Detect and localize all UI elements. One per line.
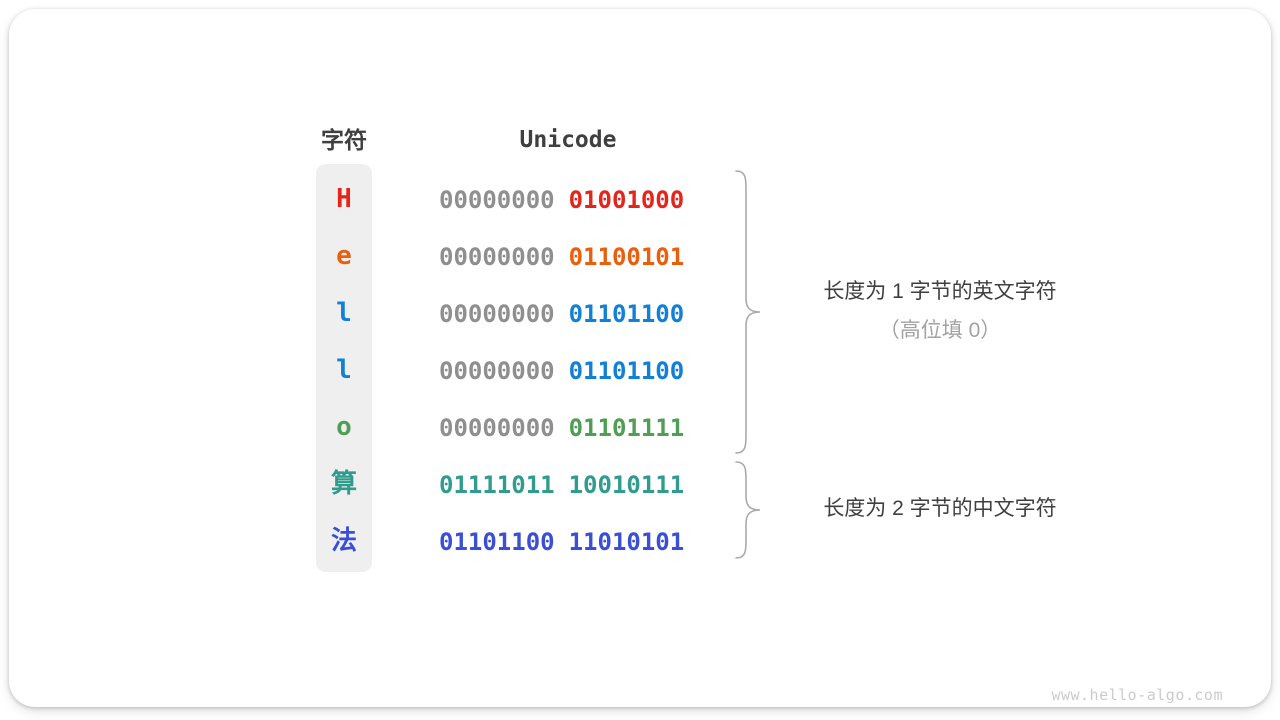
unicode-byte-low: 01100101 <box>568 242 685 271</box>
unicode-binary: 01111011 10010111 <box>439 456 684 513</box>
column-header-unicode: Unicode <box>519 127 617 153</box>
unicode-byte-low: 10010111 <box>568 470 685 499</box>
unicode-byte-high: 00000000 <box>439 242 555 271</box>
unicode-byte-low: 01101100 <box>568 356 685 385</box>
annotation-english-group: 长度为 1 字节的英文字符 （高位填 0） <box>779 278 1101 345</box>
unicode-binary: 00000000 01101100 <box>439 285 684 342</box>
unicode-binary: 00000000 01100101 <box>439 228 684 285</box>
character-cell: H <box>336 184 352 214</box>
encoding-row: 算 01111011 10010111 <box>9 456 1271 513</box>
character-cell: e <box>336 241 352 271</box>
encoding-rows: H 00000000 01001000 e 00000000 01100101 … <box>9 9 1271 707</box>
character-column-background <box>316 164 372 572</box>
unicode-binary: 00000000 01101100 <box>439 342 684 399</box>
unicode-binary: 00000000 01101111 <box>439 399 684 456</box>
character-cell: l <box>336 355 352 385</box>
column-header-char: 字符 <box>321 127 367 153</box>
encoding-row: e 00000000 01100101 <box>9 228 1271 285</box>
unicode-byte-high: 01111011 <box>439 470 555 499</box>
annotation-english-line1: 长度为 1 字节的英文字符 <box>823 280 1057 303</box>
watermark-url: www.hello-algo.com <box>1051 686 1223 704</box>
annotation-chinese-group: 长度为 2 字节的中文字符 <box>823 497 1057 520</box>
encoding-row: 法 01101100 11010101 <box>9 513 1271 570</box>
character-cell: 法 <box>330 526 357 556</box>
encoding-row: l 00000000 01101100 <box>9 342 1271 399</box>
encoding-row: H 00000000 01001000 <box>9 171 1271 228</box>
unicode-byte-high: 00000000 <box>439 413 555 442</box>
unicode-byte-high: 00000000 <box>439 356 555 385</box>
character-cell: o <box>336 412 352 442</box>
unicode-byte-low: 01001000 <box>568 185 685 214</box>
unicode-byte-high: 00000000 <box>439 299 555 328</box>
unicode-byte-high: 01101100 <box>439 527 555 556</box>
brace-chinese-group <box>735 461 761 559</box>
encoding-row: o 00000000 01101111 <box>9 399 1271 456</box>
unicode-byte-high: 00000000 <box>439 185 555 214</box>
unicode-binary: 01101100 11010101 <box>439 513 684 570</box>
unicode-byte-low: 01101100 <box>568 299 685 328</box>
character-cell: 算 <box>330 469 357 499</box>
brace-english-group <box>735 170 761 454</box>
character-cell: l <box>336 298 352 328</box>
annotation-english-line2: （高位填 0） <box>878 319 1002 342</box>
encoding-row: l 00000000 01101100 <box>9 285 1271 342</box>
unicode-byte-low: 11010101 <box>568 527 685 556</box>
unicode-binary: 00000000 01001000 <box>439 171 684 228</box>
unicode-byte-low: 01101111 <box>568 413 685 442</box>
diagram-card: 字符 Unicode H 00000000 01001000 e 0000000… <box>9 9 1271 707</box>
